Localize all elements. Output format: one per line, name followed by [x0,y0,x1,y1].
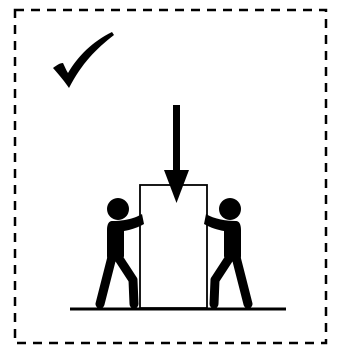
person-icon [100,198,144,304]
checkmark-icon [53,32,114,88]
box-icon [140,185,207,308]
person-icon [204,198,248,304]
